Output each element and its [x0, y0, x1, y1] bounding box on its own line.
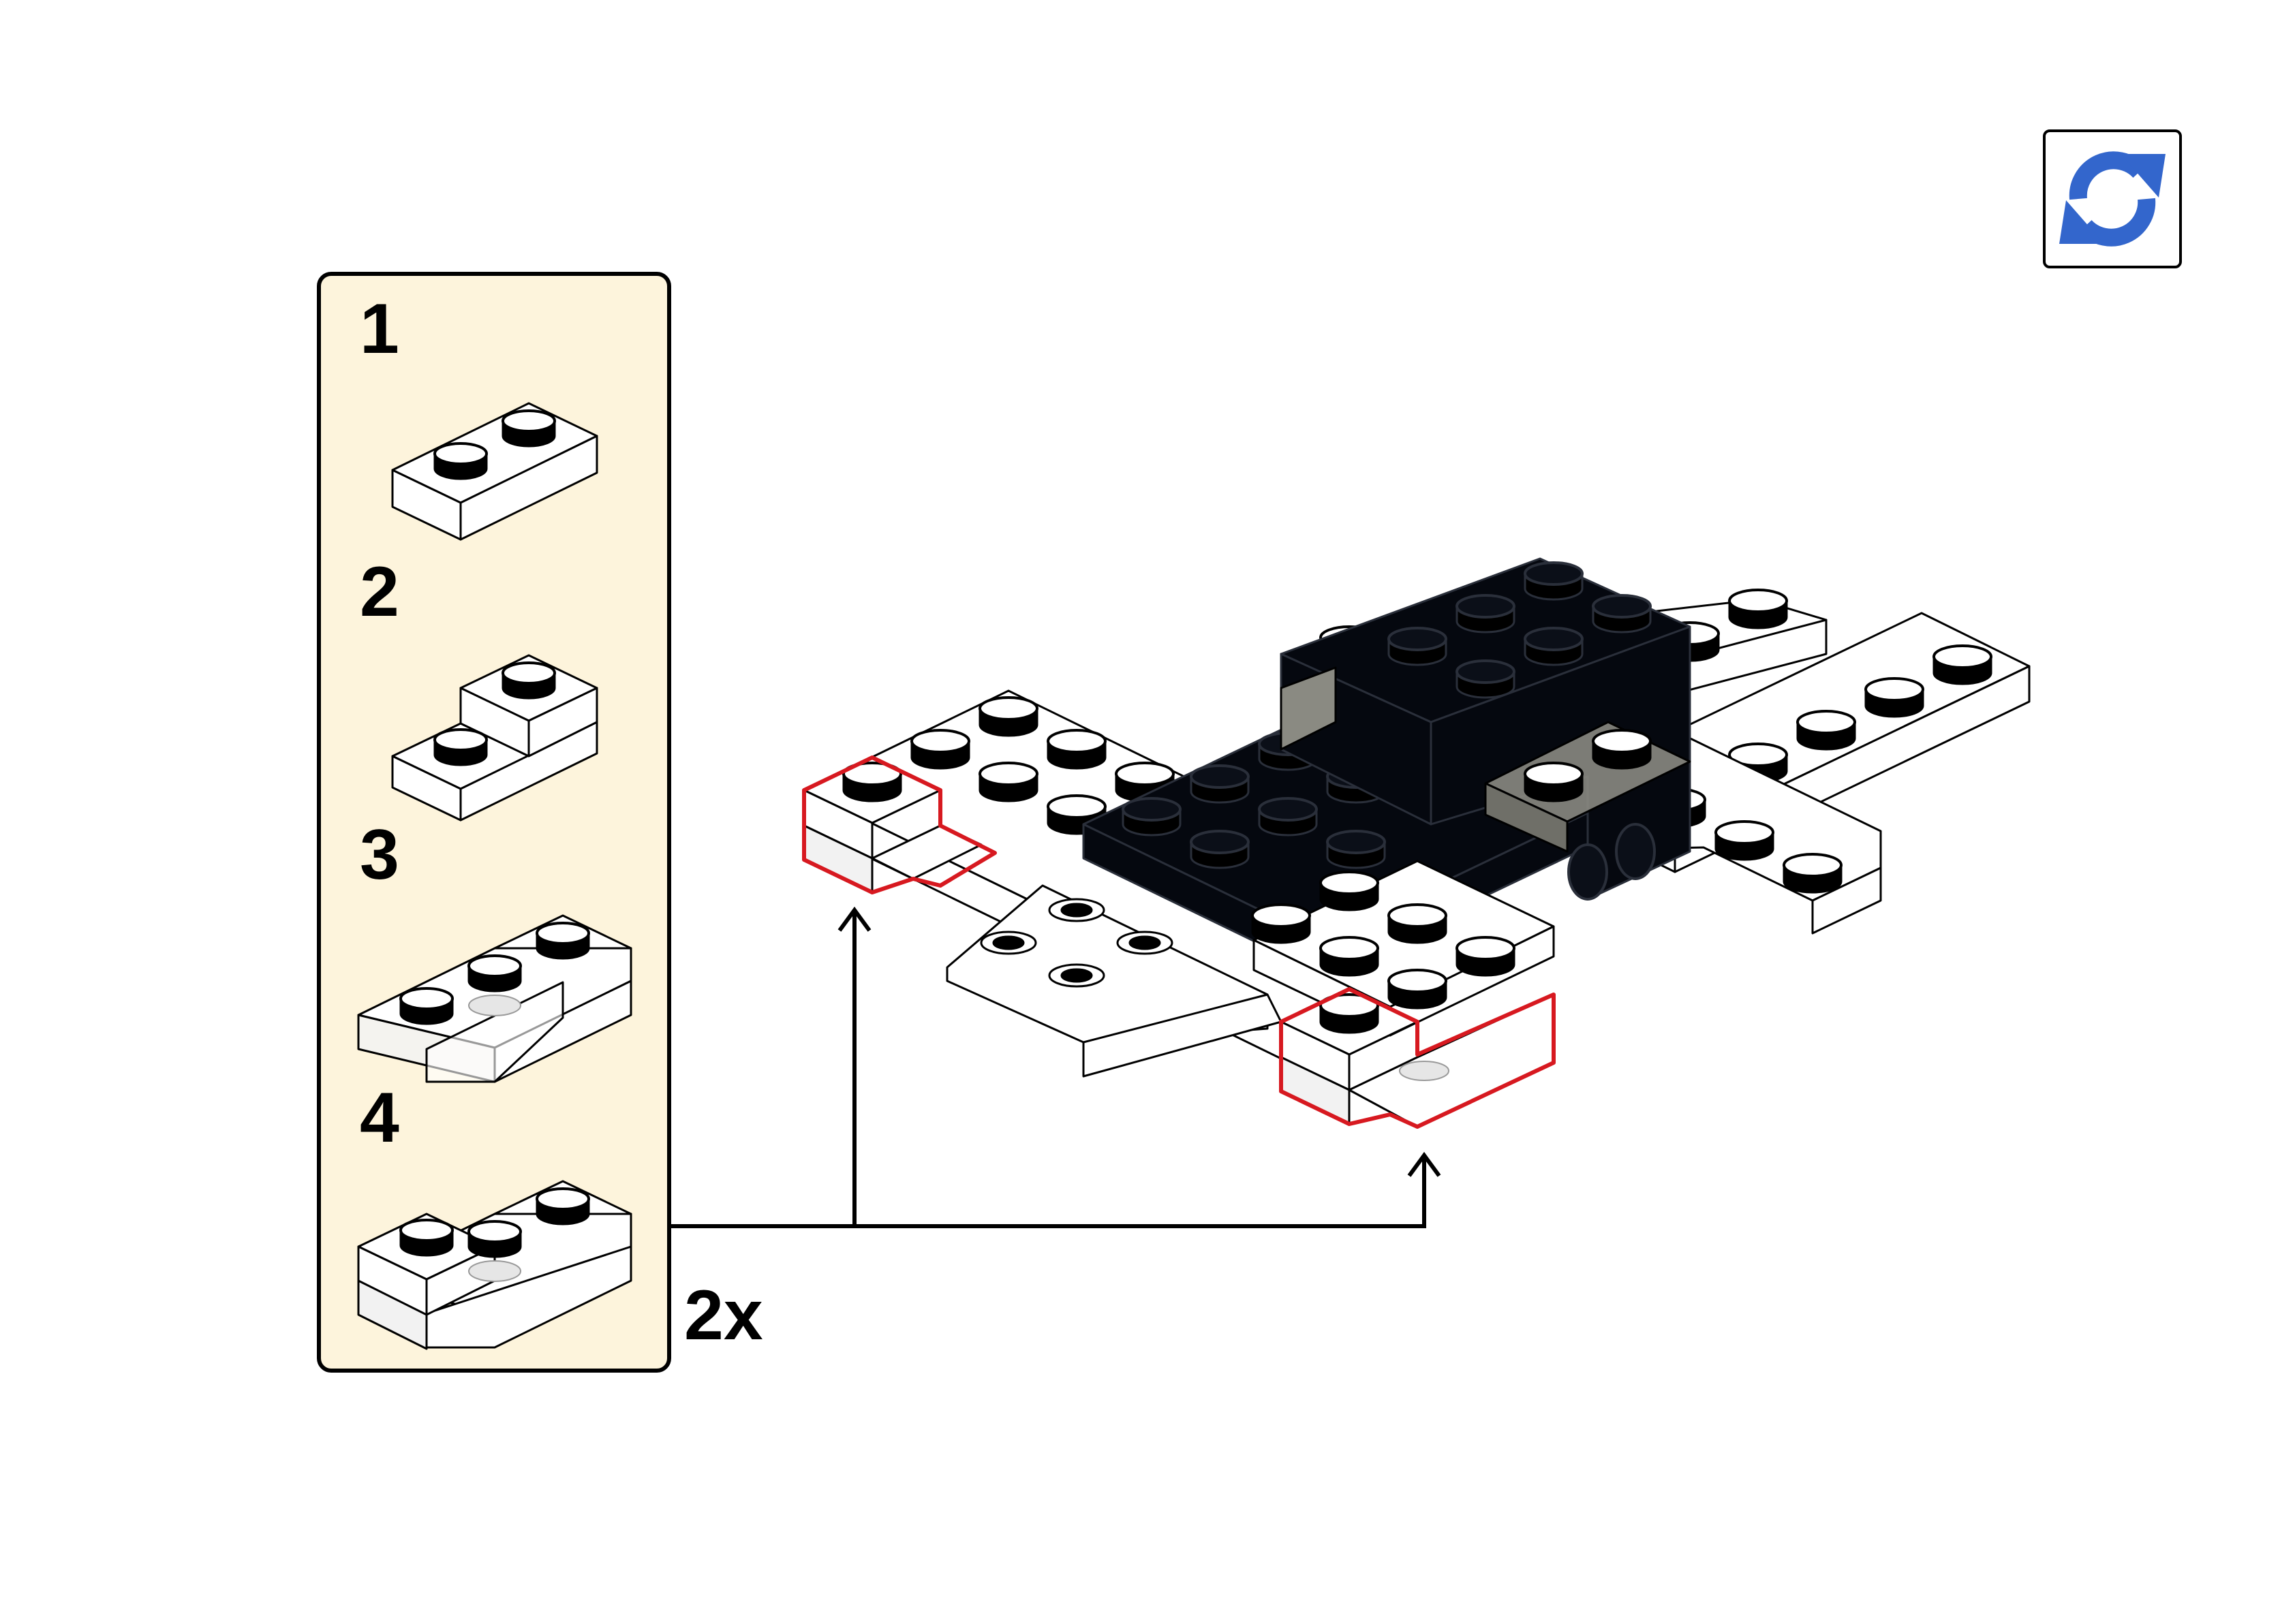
rotate-button[interactable]	[2043, 129, 2182, 268]
left-attached-part	[802, 755, 997, 894]
substep-number-2: 2	[360, 552, 399, 631]
callout-connector	[669, 906, 1441, 1228]
substep-number-1: 1	[360, 290, 399, 369]
substep-4-part	[357, 1180, 632, 1350]
highlight-outline-left	[802, 755, 997, 894]
substep-callout: 1 2 3 4	[317, 272, 671, 1373]
quantity-multiplier: 2x	[684, 1276, 763, 1355]
substep-3-part	[357, 914, 632, 1083]
substep-number-3: 3	[360, 815, 399, 894]
highlight-outline-right	[1279, 987, 1556, 1129]
right-attached-part	[1279, 987, 1556, 1129]
substep-number-4: 4	[360, 1078, 399, 1157]
substep-2-part	[391, 654, 598, 822]
main-model	[802, 557, 2031, 1129]
substep-1-part	[391, 402, 598, 541]
grey-tile	[1484, 721, 1691, 853]
rotate-arrowheads	[2059, 154, 2166, 244]
